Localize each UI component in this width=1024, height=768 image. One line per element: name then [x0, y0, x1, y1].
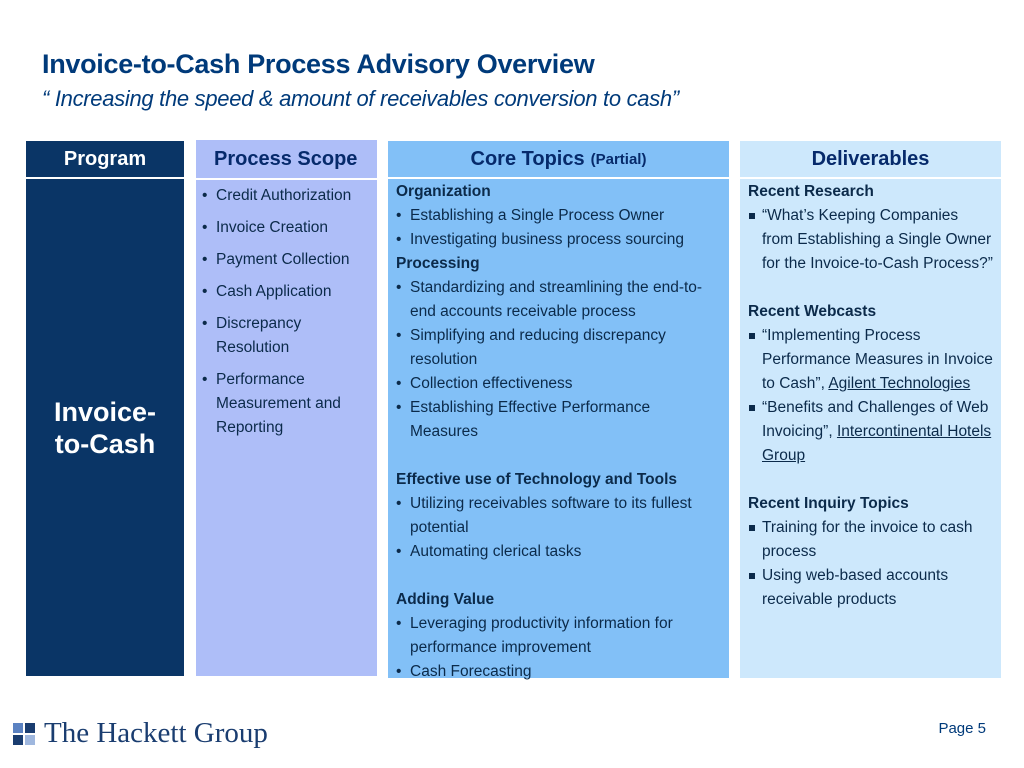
square-bullet-icon — [749, 573, 755, 579]
core-topics-note: (Partial) — [590, 150, 647, 168]
square-bullet-icon — [749, 213, 755, 219]
list-item: •Cash Forecasting — [396, 663, 532, 680]
section-heading: Adding Value — [396, 591, 495, 608]
research-list: “What’s Keeping Companies from Establish… — [748, 204, 993, 276]
program-header: Program — [26, 141, 184, 177]
slide-subtitle: “ Increasing the speed & amount of recei… — [42, 86, 679, 111]
section-list: •Standardizing and streamlining the end-… — [396, 276, 721, 444]
list-item: •Establishing a Single Process Owner — [396, 207, 665, 224]
list-item: Training for the invoice to cash process — [748, 516, 993, 564]
list-item: •Collection effectiveness — [396, 375, 573, 392]
section-heading: Recent Webcasts — [748, 303, 877, 320]
hackett-logo: The Hackett Group — [13, 717, 268, 750]
list-item: •Payment Collection — [202, 251, 350, 268]
list-item: •Invoice Creation — [202, 219, 329, 236]
slide-title: Invoice-to-Cash Process Advisory Overvie… — [42, 49, 595, 79]
agilent-link[interactable]: Agilent Technologies — [828, 375, 971, 392]
section-heading: Effective use of Technology and Tools — [396, 471, 678, 488]
list-item: •Discrepancy Resolution — [202, 315, 302, 356]
list-item: •Performance Measurement and Reporting — [202, 371, 341, 436]
section-heading: Organization — [396, 183, 491, 200]
section-list: •Leveraging productivity information for… — [396, 612, 721, 684]
program-name: Invoice-to-Cash — [53, 396, 157, 459]
section-list: •Establishing a Single Process Owner •In… — [396, 204, 721, 252]
section-heading: Processing — [396, 255, 480, 272]
section-list: •Utilizing receivables software to its f… — [396, 492, 721, 564]
list-item: “What’s Keeping Companies from Establish… — [748, 204, 993, 276]
list-item: •Leveraging productivity information for… — [396, 615, 673, 656]
core-topics-body: Organization •Establishing a Single Proc… — [388, 179, 729, 680]
core-topics-title: Core Topics — [470, 147, 585, 170]
list-item: “Implementing Process Performance Measur… — [748, 324, 993, 396]
process-scope-header: Process Scope — [196, 140, 377, 178]
process-scope-body: •Credit Authorization •Invoice Creation … — [196, 180, 377, 676]
webcasts-list: “Implementing Process Performance Measur… — [748, 324, 993, 468]
square-bullet-icon — [749, 405, 755, 411]
deliverables-header: Deliverables — [740, 141, 1001, 177]
logo-text: The Hackett Group — [44, 717, 268, 749]
inquiry-list: Training for the invoice to cash process… — [748, 516, 993, 612]
page-number: Page 5 — [938, 720, 986, 737]
hackett-logo-icon — [13, 722, 35, 745]
list-item: •Automating clerical tasks — [396, 543, 582, 560]
deliverables-body: Recent Research “What’s Keeping Companie… — [740, 179, 1001, 678]
list-item: •Investigating business process sourcing — [396, 231, 684, 248]
process-scope-list: •Credit Authorization •Invoice Creation … — [202, 184, 371, 440]
section-heading: Recent Inquiry Topics — [748, 495, 909, 512]
intercontinental-link[interactable]: Intercontinental Hotels Group — [762, 423, 992, 464]
list-item: •Cash Application — [202, 283, 332, 300]
list-item: •Standardizing and streamlining the end-… — [396, 279, 703, 320]
list-item: •Credit Authorization — [202, 187, 352, 204]
square-bullet-icon — [749, 333, 755, 339]
list-item: •Simplifying and reducing discrepancy re… — [396, 327, 666, 368]
list-item: Using web-based accounts receivable prod… — [748, 564, 993, 612]
list-item: •Establishing Effective Performance Meas… — [396, 399, 651, 440]
list-item: “Benefits and Challenges of Web Invoicin… — [748, 396, 993, 468]
section-heading: Recent Research — [748, 183, 874, 200]
program-body: Invoice-to-Cash — [26, 179, 184, 676]
square-bullet-icon — [749, 525, 755, 531]
list-item: •Utilizing receivables software to its f… — [396, 495, 692, 536]
core-topics-header: Core Topics (Partial) — [388, 141, 729, 177]
